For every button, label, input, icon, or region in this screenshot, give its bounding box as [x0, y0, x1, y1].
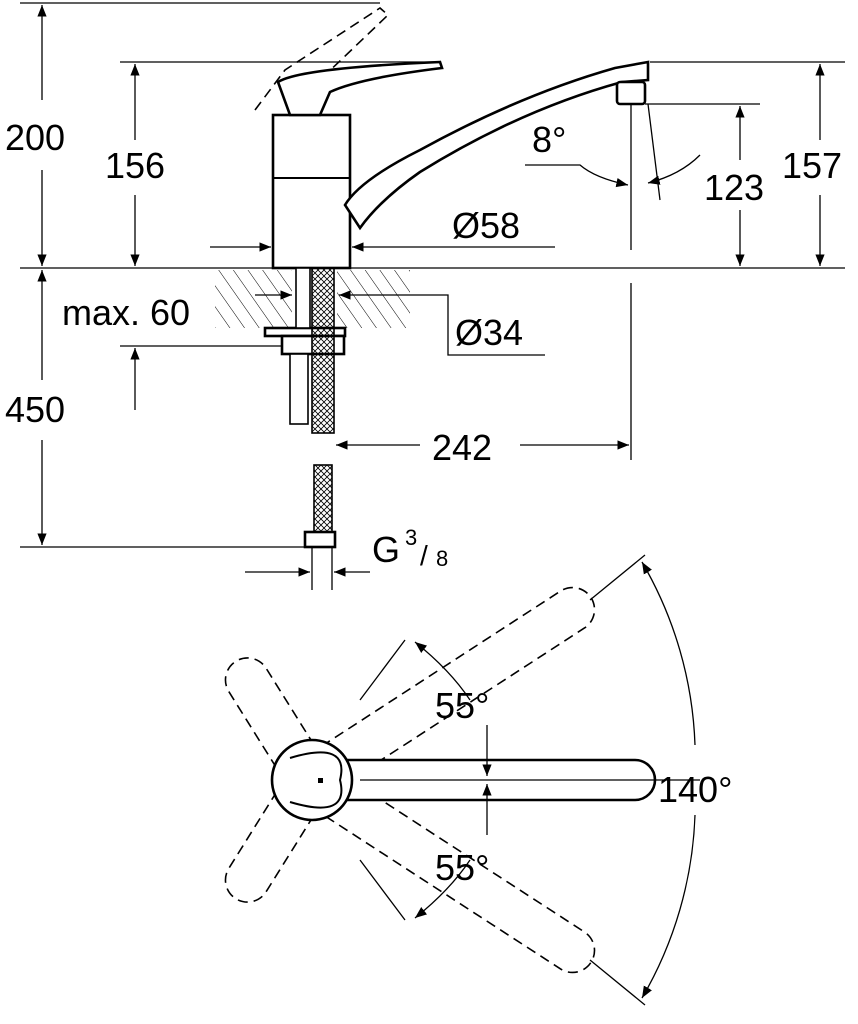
- dim-body-height: 156: [105, 145, 165, 186]
- spout: [343, 60, 650, 231]
- thread-denominator: 8: [436, 546, 448, 571]
- dim-swivel-range: 140°: [658, 769, 732, 810]
- thread-numerator: 3: [405, 525, 417, 550]
- side-view: 200 156 157 123 8° Ø58 max. 60 Ø34: [5, 2, 845, 590]
- dim-hole-diameter: Ø34: [455, 312, 523, 353]
- dim-total-height: 200: [5, 117, 65, 158]
- dim-connection-thread: G 3 / 8: [372, 525, 448, 571]
- top-view: 55° 55° 140°: [224, 554, 732, 1006]
- dim-spout-angle: 8°: [532, 119, 566, 160]
- body-top: [270, 738, 354, 822]
- faucet-body: [271, 113, 352, 270]
- dim-spout-reach: 242: [432, 427, 492, 468]
- supply-hose: [311, 267, 335, 434]
- thread-slash: /: [420, 540, 428, 571]
- hose-connector: [303, 530, 337, 549]
- dim-outlet-height: 123: [704, 167, 764, 208]
- dim-hose-length: 450: [5, 389, 65, 430]
- dim-angle-lower: 55°: [435, 847, 489, 888]
- dim-body-diameter: Ø58: [452, 205, 520, 246]
- dim-max-deck-thickness: max. 60: [62, 292, 190, 333]
- threaded-rod: [289, 353, 309, 425]
- aerator: [615, 80, 647, 106]
- dim-angle-upper: 55°: [435, 685, 489, 726]
- lever: [276, 60, 444, 117]
- thread-label: G: [372, 529, 400, 570]
- dim-spout-height: 157: [782, 145, 842, 186]
